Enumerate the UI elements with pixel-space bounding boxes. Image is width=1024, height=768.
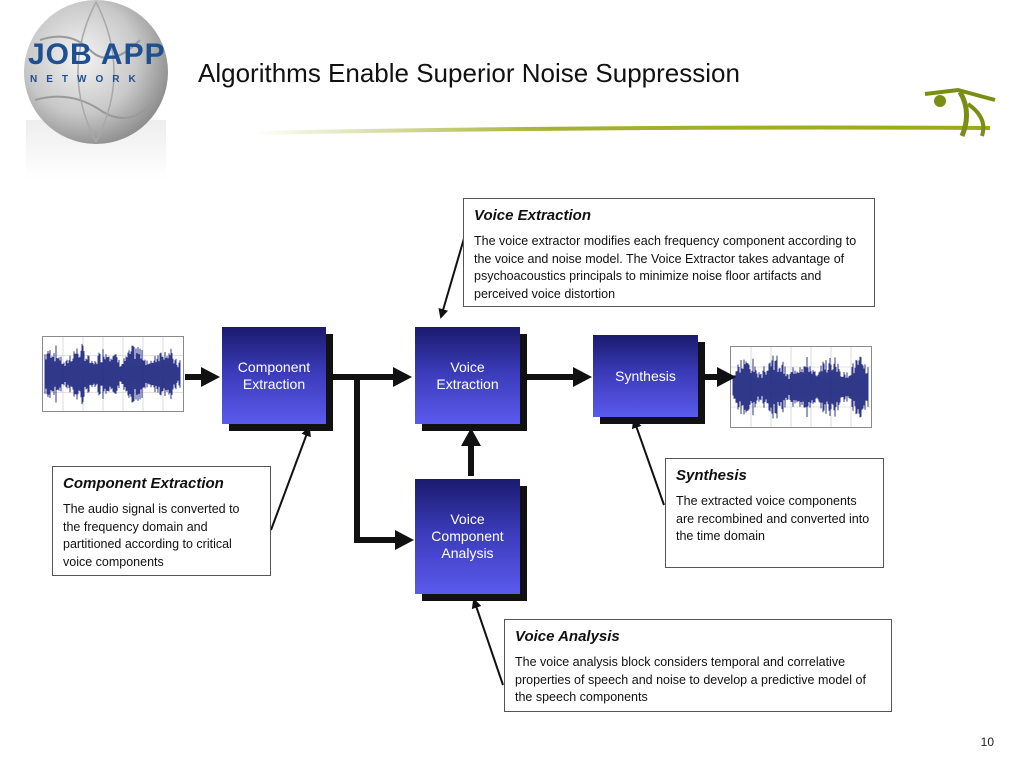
callout-title: Voice Extraction: [474, 207, 591, 224]
synthesis-callout: Synthesis The extracted voice components…: [665, 458, 884, 568]
synthesis-block: Synthesis: [593, 335, 698, 417]
voice-extraction-callout: Voice Extraction The voice extractor mod…: [463, 198, 875, 307]
callout-body: The voice extractor modifies each freque…: [474, 234, 857, 301]
input-waveform-panel: [42, 336, 184, 412]
globe-logo-icon: [24, 0, 168, 180]
callout-body: The voice analysis block considers tempo…: [515, 655, 866, 704]
callout-title: Component Extraction: [63, 475, 224, 492]
page-title: Algorithms Enable Superior Noise Suppres…: [198, 58, 740, 88]
component-extraction-block: Component Extraction: [222, 327, 326, 424]
waveform-trace: [44, 343, 181, 405]
voice-analysis-callout: Voice Analysis The voice analysis block …: [504, 619, 892, 712]
waveform-trace: [732, 355, 869, 419]
voice-extraction-block: Voice Extraction: [415, 327, 520, 424]
component-extraction-callout: Component Extraction The audio signal is…: [52, 466, 271, 576]
callout-body: The extracted voice components are recom…: [676, 494, 870, 543]
page-number: 10: [980, 735, 994, 749]
callout-title: Voice Analysis: [515, 628, 620, 645]
waveform-icon: [43, 337, 183, 411]
logo-name: JOB APP: [28, 38, 166, 71]
waveform-icon: [731, 347, 871, 427]
output-waveform-panel: [730, 346, 872, 428]
voice-component-analysis-block: Voice Component Analysis: [415, 479, 520, 594]
callout-title: Synthesis: [676, 467, 747, 484]
logo-subtitle: NETWORK: [30, 74, 145, 85]
callout-body: The audio signal is converted to the fre…: [63, 502, 240, 569]
